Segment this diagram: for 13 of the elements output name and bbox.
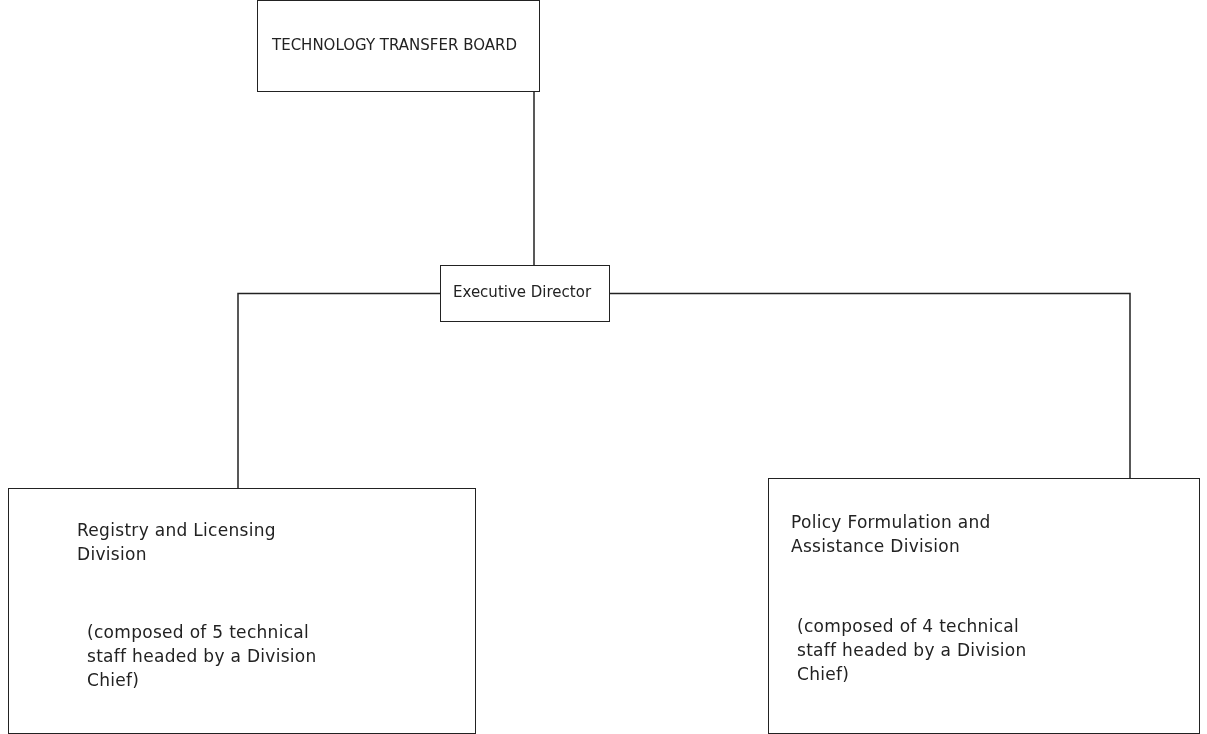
box-title: Executive Director: [453, 282, 593, 303]
org-box: [440, 265, 610, 322]
connector-line: [237, 292, 441, 489]
org-box: [8, 488, 476, 734]
box-description: (composed of 4 technical staff headed by a Division Chief): [797, 615, 1028, 686]
connector-line: [533, 91, 535, 266]
org-box: [768, 478, 1200, 734]
org-box: [257, 0, 540, 92]
box-title: TECHNOLOGY TRANSFER BOARD: [272, 35, 518, 56]
connector-line: [609, 292, 1131, 479]
box-description: (composed of 5 technical staff headed by a Division Chief): [87, 621, 318, 692]
box-title: Policy Formulation and Assistance Division: [791, 511, 992, 558]
box-title: Registry and Licensing Division: [77, 519, 277, 566]
